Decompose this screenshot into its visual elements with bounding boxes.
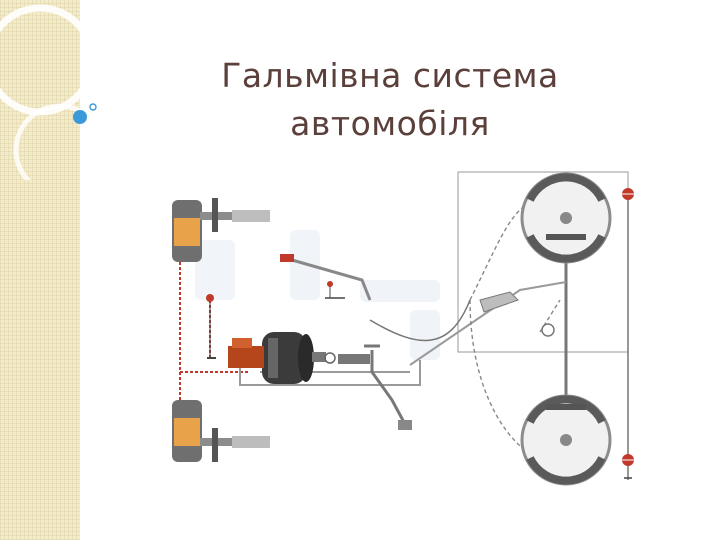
wheel-sensor-markers bbox=[622, 188, 634, 479]
parking-brake-lever bbox=[280, 254, 372, 301]
decorative-circles bbox=[0, 4, 107, 180]
sensor-posts bbox=[206, 294, 216, 359]
blue-dot-icon bbox=[73, 110, 87, 124]
handbrake-rod bbox=[369, 299, 471, 342]
brake-booster bbox=[262, 332, 314, 384]
rear-drum-brake-top bbox=[520, 172, 612, 264]
slide-title: Гальмівна система автомобіля bbox=[150, 52, 630, 148]
title-line-2: автомобіля bbox=[290, 104, 490, 143]
brake-lines bbox=[179, 262, 248, 412]
watermark bbox=[195, 230, 440, 360]
title-line-1: Гальмівна система bbox=[221, 56, 559, 95]
decorative-side-strip bbox=[0, 0, 80, 540]
master-cylinder bbox=[228, 338, 264, 368]
pressure-regulator bbox=[479, 291, 555, 337]
front-disc-brake-top bbox=[172, 198, 270, 262]
brake-pedal bbox=[364, 344, 412, 430]
front-disc-brake-bottom bbox=[172, 400, 270, 462]
small-blue-dot-icon bbox=[89, 103, 97, 111]
pushrod-bellows bbox=[312, 352, 370, 364]
rear-drum-brake-bottom bbox=[520, 394, 612, 486]
